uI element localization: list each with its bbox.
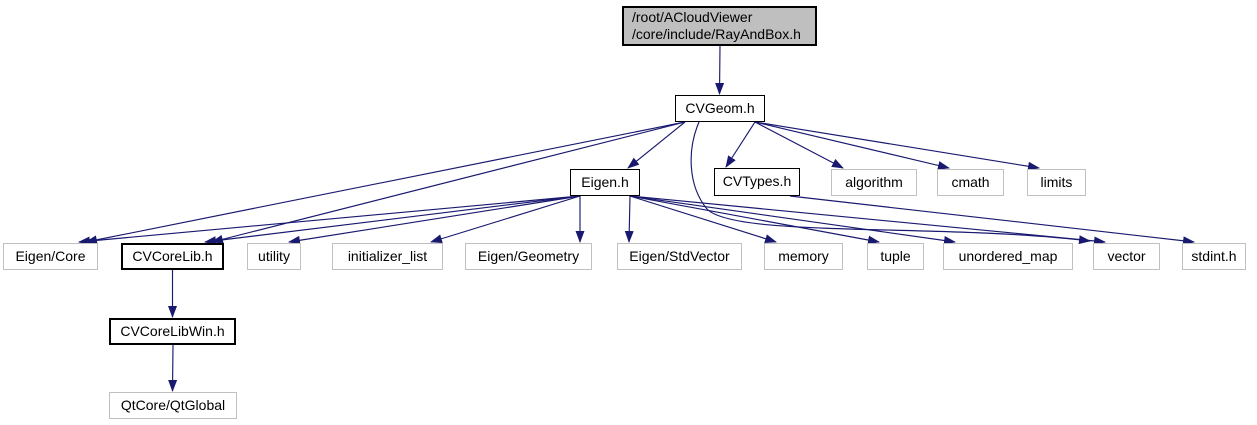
node-utility: utility: [247, 243, 301, 270]
edge-cvgeom-vector: [690, 121, 1091, 245]
edge-eigen-vector: [629, 195, 1106, 246]
edge-cvgeom-eigencore: [85, 121, 686, 245]
node-vector: vector: [1093, 243, 1160, 270]
node-cvtypes[interactable]: CVTypes.h: [714, 168, 800, 196]
edge-eigen-cvcorelib: [204, 195, 581, 246]
edge-cvgeom-cvtypes: [725, 121, 756, 168]
edge-cvtypes-stdint: [789, 195, 1195, 246]
edge-cvgeom-limits: [754, 121, 1040, 171]
node-eigengeom: Eigen/Geometry: [465, 243, 592, 270]
node-memory: memory: [764, 243, 843, 270]
edge-eigen-unordmap: [629, 195, 956, 245]
node-tuple: tuple: [867, 243, 924, 270]
node-eigen[interactable]: Eigen.h: [570, 169, 640, 196]
node-eigencore: Eigen/Core: [3, 243, 98, 270]
edge-cvcorelibwin-qtglobal: [168, 344, 178, 392]
node-stdint: stdint.h: [1182, 243, 1246, 270]
node-qtglobal: QtCore/QtGlobal: [109, 392, 237, 419]
edge-cvgeom-algorithm: [754, 121, 844, 169]
edge-eigen-eigencore: [78, 195, 581, 246]
node-limits: limits: [1027, 169, 1086, 196]
node-eigenstdvec: Eigen/StdVector: [617, 243, 742, 270]
edge-cvgeom-eigen: [627, 121, 686, 169]
edge-cvgeom-cmath: [754, 121, 950, 170]
node-initlist: initializer_list: [332, 243, 443, 270]
node-algorithm: algorithm: [831, 169, 917, 196]
node-cvgeom[interactable]: CVGeom.h: [675, 95, 765, 122]
edge-eigen-tuple: [629, 195, 880, 245]
edge-eigen-initlist: [430, 195, 581, 244]
edge-eigen-memory: [629, 195, 777, 243]
edge-eigen-eigenstdvec: [624, 195, 634, 243]
node-cvcorelibwin[interactable]: CVCoreLibWin.h: [109, 318, 236, 345]
node-raybox: /root/ACloudViewer /core/include/RayAndB…: [622, 6, 817, 46]
edge-eigen-utility: [288, 195, 581, 245]
node-cvcorelib[interactable]: CVCoreLib.h: [121, 243, 224, 270]
node-cmath: cmath: [937, 169, 1004, 196]
edge-raybox-cvgeom: [715, 45, 725, 95]
node-unordmap: unordered_map: [943, 243, 1073, 270]
